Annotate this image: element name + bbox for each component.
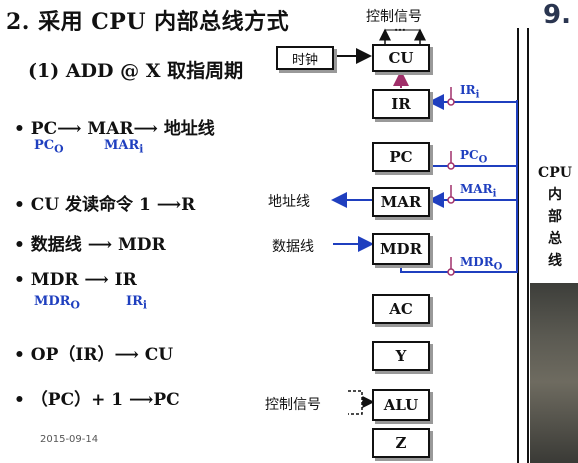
signal-mar-in: MARi (460, 182, 497, 200)
signal-pc-out: PCO (460, 148, 488, 166)
step-mdr-ir: • MDR ⟶ IR (14, 270, 137, 290)
y-register: Y (372, 341, 430, 371)
step-op-cu: • OP（IR）⟶ CU (14, 345, 174, 365)
note-mar-i: MARi (104, 138, 144, 156)
control-dots: … (394, 20, 406, 34)
mdr-output-line (400, 262, 518, 273)
presenter-video-thumbnail (530, 283, 578, 463)
control-signal-top: 控制信号 (366, 9, 422, 25)
note-pc-o: PCO (34, 138, 64, 156)
bus-label-char-2: 部 (548, 209, 562, 225)
alu-control-label: 控制信号 (265, 397, 321, 413)
bus-label-cpu: CPU (538, 165, 572, 181)
pc-register: PC (372, 142, 430, 172)
bus-label-char-1: 内 (548, 187, 562, 203)
ac-register: AC (372, 294, 430, 324)
cpu-internal-bus-label: CPU 内 部 总 线 (535, 162, 575, 272)
slide-title: 2. 采用 CPU 内部总线方式 (6, 9, 290, 35)
cu-register: CU (372, 44, 430, 72)
step-pc-mar: • PC⟶ MAR⟶ 地址线 (14, 119, 215, 139)
address-line-label: 地址线 (268, 194, 310, 210)
data-line-label: 数据线 (272, 239, 314, 255)
note-ir-i: IRi (126, 294, 148, 312)
ir-register: IR (372, 89, 430, 119)
mar-register: MAR (372, 187, 430, 217)
mdr-register: MDR (372, 233, 430, 265)
alu-unit: ALU (372, 389, 430, 421)
step-cu-read: • CU 发读命令 1 ⟶R (14, 195, 196, 215)
z-register: Z (372, 428, 430, 458)
alu-control-bracket (348, 390, 363, 415)
step-data-mdr: • 数据线 ⟶ MDR (14, 235, 166, 255)
slide-subtitle: (1) ADD @ X 取指周期 (28, 60, 244, 82)
page-number-fragment: 9. (543, 0, 571, 30)
slide-date: 2015-09-14 (40, 434, 99, 445)
step-pc-increment: • （PC）+ 1 ⟶PC (14, 390, 180, 410)
bus-label-char-4: 线 (548, 253, 562, 269)
signal-ir-in: IRi (460, 83, 480, 101)
signal-mdr-out: MDRO (460, 255, 503, 273)
bus-label-char-3: 总 (548, 231, 562, 247)
clock-box: 时钟 (276, 46, 334, 70)
note-mdr-o: MDRO (34, 294, 80, 312)
